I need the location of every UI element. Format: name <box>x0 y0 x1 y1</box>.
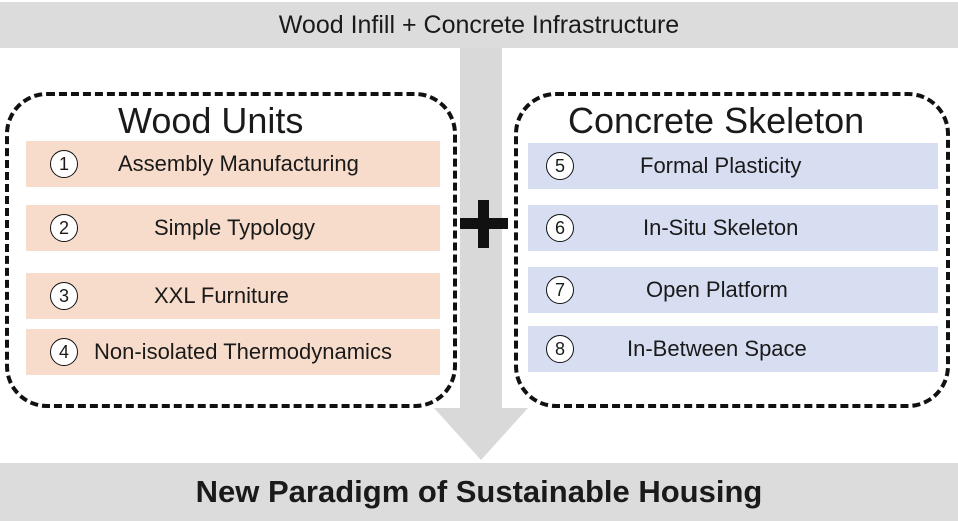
concrete-item-label: Open Platform <box>646 277 788 302</box>
number-badge: 6 <box>546 214 574 242</box>
concrete-skeleton-panel <box>514 92 950 408</box>
number-badge: 8 <box>546 335 574 363</box>
concrete-item-label: In-Between Space <box>627 336 807 361</box>
wood-item-label: XXL Furniture <box>154 283 289 308</box>
concrete-item-label: Formal Plasticity <box>640 153 802 178</box>
wood-item-1: 1 Assembly Manufacturing <box>26 141 440 187</box>
number-badge: 4 <box>50 338 78 366</box>
number-badge: 7 <box>546 276 574 304</box>
plus-icon <box>456 196 512 252</box>
footer-banner: New Paradigm of Sustainable Housing <box>0 463 958 521</box>
wood-item-label: Simple Typology <box>154 215 316 240</box>
concrete-item-8: 8 In-Between Space <box>528 326 938 372</box>
footer-title: New Paradigm of Sustainable Housing <box>195 474 763 509</box>
number-badge: 3 <box>50 282 78 310</box>
concrete-skeleton-title: Concrete Skeleton <box>568 100 865 141</box>
concrete-item-6: 6 In-Situ Skeleton <box>528 205 938 251</box>
wood-item-3: 3 XXL Furniture <box>26 273 440 319</box>
wood-item-2: 2 Simple Typology <box>26 205 440 251</box>
header-banner: Wood Infill + Concrete Infrastructure <box>0 2 958 48</box>
concrete-item-5: 5 Formal Plasticity <box>528 143 938 189</box>
concrete-item-label: In-Situ Skeleton <box>643 215 799 240</box>
wood-units-title: Wood Units <box>118 100 304 141</box>
wood-item-label: Non-isolated Thermodynamics <box>94 339 392 364</box>
number-badge: 5 <box>546 152 574 180</box>
concrete-item-7: 7 Open Platform <box>528 267 938 313</box>
wood-item-label: Assembly Manufacturing <box>118 151 359 176</box>
wood-item-4: 4 Non-isolated Thermodynamics <box>26 329 440 375</box>
wood-units-panel <box>5 92 457 408</box>
number-badge: 1 <box>50 150 78 178</box>
header-title: Wood Infill + Concrete Infrastructure <box>278 10 680 39</box>
number-badge: 2 <box>50 214 78 242</box>
